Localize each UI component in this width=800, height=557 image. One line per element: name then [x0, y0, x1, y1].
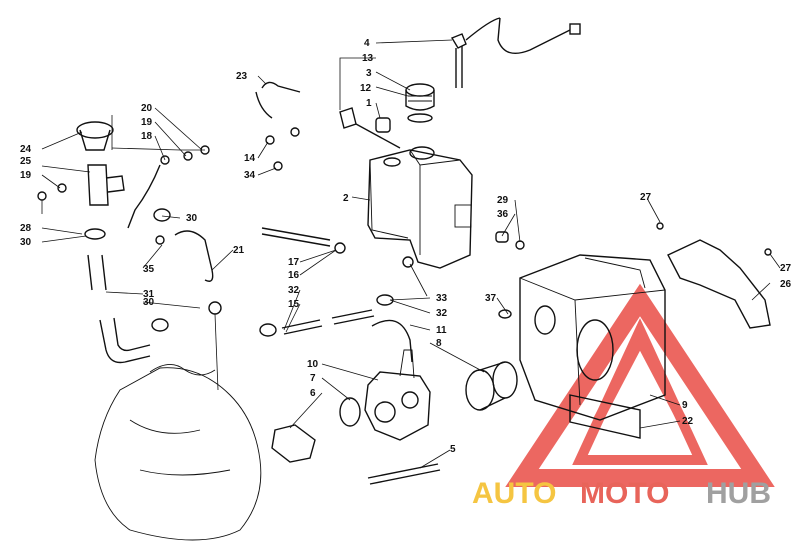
callout-19b: 19: [20, 170, 32, 181]
callout-34: 34: [244, 170, 256, 181]
watermark-text: AUTO MOTO HUB: [472, 477, 771, 510]
callout-24: 24: [20, 144, 32, 155]
callout-35: 35: [143, 264, 155, 275]
callout-2: 2: [343, 193, 349, 204]
carb-flange: [271, 424, 316, 463]
callout-labels: 4 13 3 12 1 2 23 14 34 20 19 18 24 25 19…: [20, 38, 792, 455]
watermark-auto: AUTO: [472, 477, 556, 510]
tank-cap: [375, 83, 435, 133]
callout-1: 1: [366, 98, 372, 109]
callout-31: 31: [143, 289, 155, 300]
callout-8: 8: [436, 338, 442, 349]
callout-30a: 30: [20, 237, 32, 248]
callout-7: 7: [310, 373, 316, 384]
callout-27a: 27: [640, 192, 652, 203]
callout-15: 15: [288, 299, 300, 310]
vent-hose: [371, 319, 413, 363]
watermark-logo: [505, 283, 775, 487]
mounting-bracket: [339, 107, 401, 149]
oil-pump-fitting: [76, 121, 125, 206]
callout-3: 3: [366, 68, 372, 79]
hose-21: [174, 230, 214, 282]
callout-30c: 30: [186, 213, 198, 224]
oil-line-15: [281, 309, 375, 335]
watermark-moto: MOTO: [580, 477, 669, 510]
callout-17: 17: [288, 257, 300, 268]
callout-9: 9: [682, 400, 688, 411]
callout-23: 23: [236, 71, 248, 82]
carburetor: [364, 349, 431, 441]
oil-line: [127, 164, 161, 229]
leader-lines: [41, 39, 781, 469]
callout-21: 21: [233, 245, 245, 256]
level-sender: [450, 17, 581, 88]
callout-18: 18: [141, 131, 153, 142]
callout-5: 5: [450, 444, 456, 455]
hose-elbow: [99, 317, 151, 364]
clamp: [339, 397, 361, 427]
callout-6: 6: [310, 388, 316, 399]
vent-line: [261, 81, 301, 93]
callout-16: 16: [288, 270, 300, 281]
drain-hose: [367, 463, 441, 485]
callout-36: 36: [497, 209, 509, 220]
callout-37: 37: [485, 293, 497, 304]
callout-12: 12: [360, 83, 372, 94]
callout-19a: 19: [141, 117, 153, 128]
callout-4: 4: [364, 38, 370, 49]
callout-28: 28: [20, 223, 32, 234]
hose-31: [87, 254, 107, 291]
callout-32b: 32: [436, 308, 448, 319]
callout-27b: 27: [780, 263, 792, 274]
oil-tank: [367, 146, 473, 269]
callout-30b: 30: [143, 297, 155, 308]
callout-33: 33: [436, 293, 448, 304]
callout-11: 11: [436, 325, 447, 336]
callout-10: 10: [307, 359, 319, 370]
intake-boot: [465, 361, 518, 411]
callout-26: 26: [780, 279, 792, 290]
callout-32a: 32: [288, 285, 300, 296]
callout-14: 14: [244, 153, 256, 164]
watermark-hub: HUB: [706, 477, 771, 510]
callout-22: 22: [682, 416, 694, 427]
silencer-bracket: [667, 239, 771, 329]
engine-outline: [94, 364, 262, 541]
callout-25: 25: [20, 156, 32, 167]
callout-20: 20: [141, 103, 153, 114]
air-silencer: [519, 254, 666, 439]
callout-13: 13: [362, 53, 374, 64]
oil-line-17: [261, 227, 331, 247]
callout-29: 29: [497, 195, 509, 206]
